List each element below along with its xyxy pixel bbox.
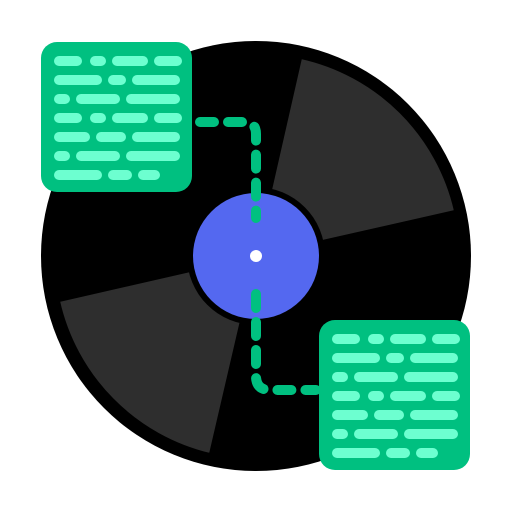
connector-upper <box>195 117 261 223</box>
connector-lower <box>251 289 321 395</box>
text-card-icon <box>319 320 470 470</box>
record-highlight-lower-left <box>57 254 258 456</box>
text-card-lines <box>54 56 182 180</box>
record-highlight-upper-right <box>254 56 457 258</box>
text-card-icon <box>41 42 192 192</box>
spindle-hole <box>250 250 262 262</box>
dashed-connector-icon <box>195 117 321 395</box>
text-card-lines <box>332 334 460 458</box>
